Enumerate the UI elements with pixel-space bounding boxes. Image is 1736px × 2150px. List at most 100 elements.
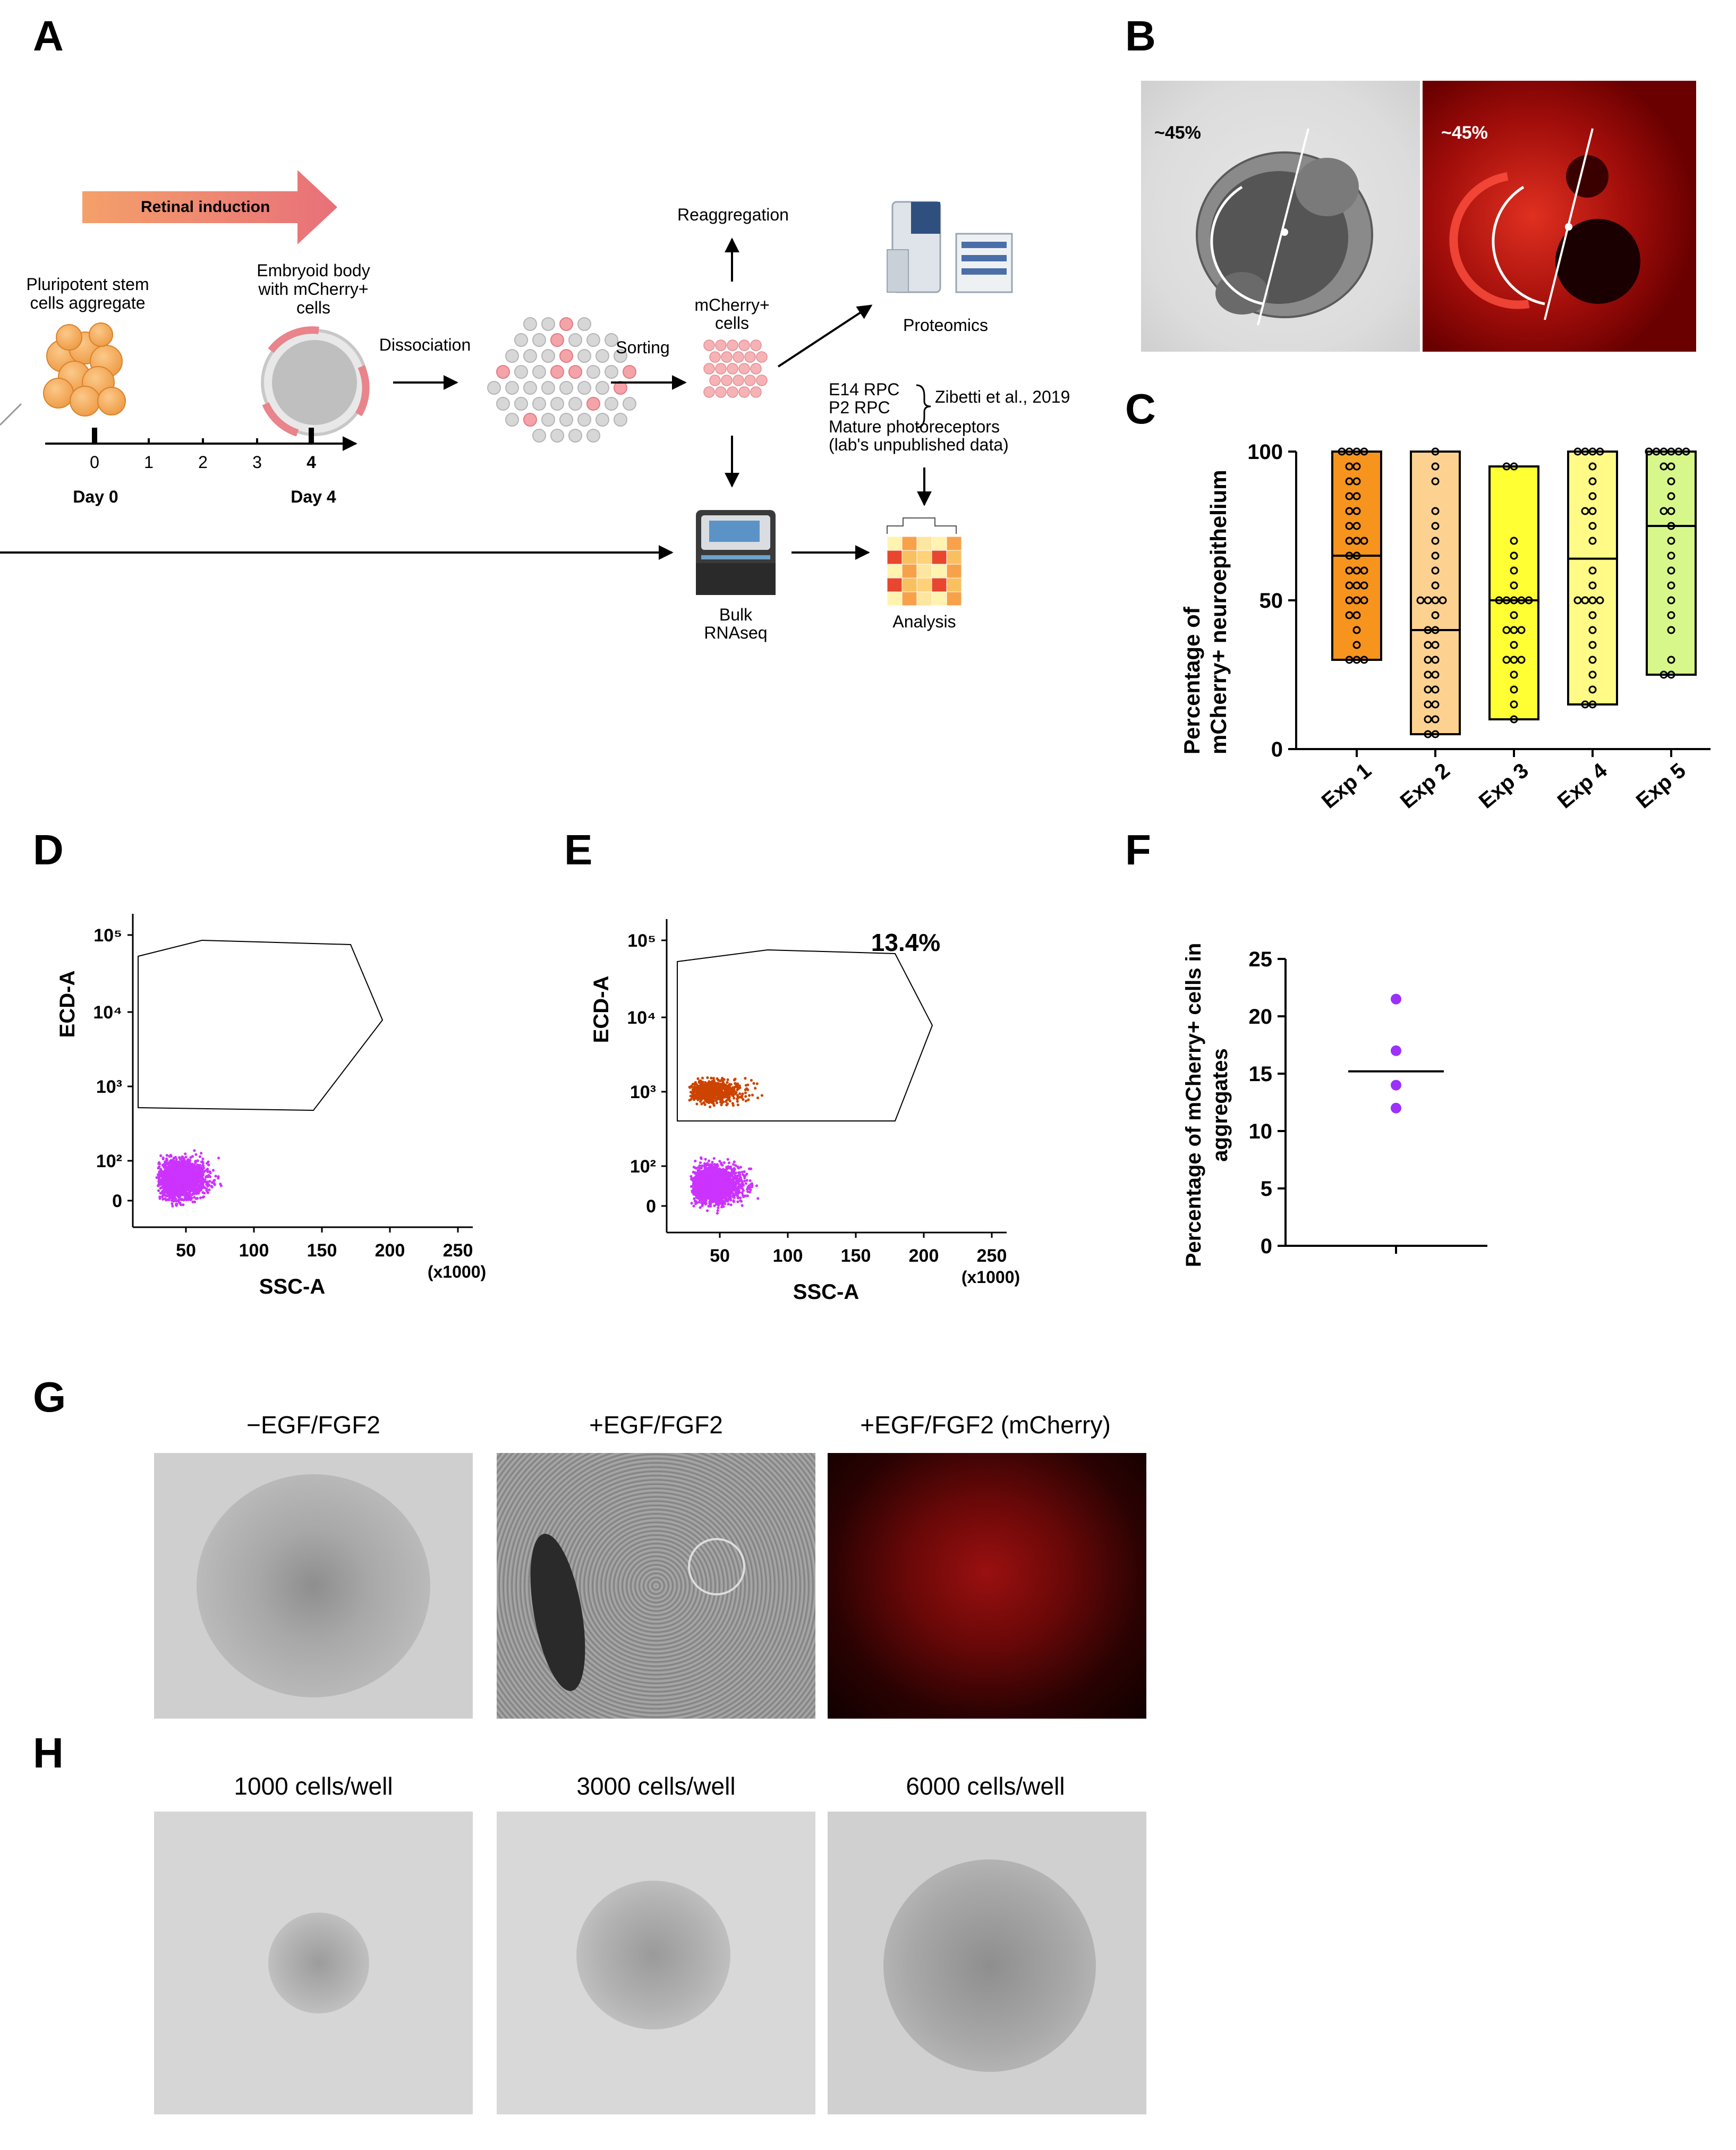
sorted-cell (727, 386, 738, 398)
c-data-point (1431, 566, 1440, 575)
flow-dot (721, 1183, 725, 1186)
c-data-point (1424, 700, 1432, 709)
flow-dot (750, 1182, 754, 1185)
dissociated-cell (523, 317, 537, 331)
flow-dot (166, 1169, 169, 1172)
c-data-point (1588, 492, 1597, 500)
flow-dot (727, 1189, 730, 1192)
c-data-point (1416, 596, 1425, 605)
flow-dot (691, 1189, 694, 1192)
stem-cell-aggregate-icon (43, 322, 126, 417)
aggregate-3000 (576, 1881, 730, 2029)
retinal-induction-arrow (82, 170, 337, 244)
flow-dot (192, 1170, 195, 1173)
flow-dot (741, 1194, 745, 1197)
flow-dot (157, 1184, 160, 1187)
dissociated-cell (568, 429, 582, 443)
dissociated-cell (541, 381, 555, 395)
mature-photoreceptors-label-line2: (lab's unpublished data) (829, 435, 1009, 454)
f-y-tick-label: 20 (1249, 1005, 1273, 1029)
dissociated-cell (505, 381, 519, 395)
c-data-point (1674, 447, 1683, 456)
flow-dot (164, 1171, 167, 1175)
flow-dot (217, 1157, 220, 1160)
flow-dot (191, 1155, 194, 1158)
flow-dot-cloud (155, 1149, 223, 1208)
flow-dot (213, 1178, 216, 1182)
flow-dot (701, 1202, 704, 1205)
flow-dot (741, 1187, 744, 1191)
flow-gated-dot (736, 1103, 739, 1107)
flow-x-tick-label: 200 (909, 1246, 939, 1266)
c-data-point (1588, 537, 1597, 545)
flow-dot (157, 1189, 160, 1192)
flow-dot (711, 1160, 714, 1164)
flow-dot (161, 1156, 165, 1159)
flow-dot (708, 1179, 712, 1183)
flow-gated-dot (726, 1078, 729, 1082)
sorted-cell (727, 363, 738, 375)
heatmap-cell (901, 536, 917, 551)
dissociated-cell (523, 349, 537, 363)
flow-gated-dot (734, 1082, 737, 1085)
flow-dot (733, 1160, 736, 1163)
flow-dot (174, 1163, 177, 1167)
flow-dot (716, 1163, 719, 1166)
flow-dot (713, 1204, 716, 1208)
flow-dot (172, 1164, 175, 1167)
heatmap-cell (946, 591, 962, 606)
flow-dot (712, 1171, 715, 1175)
heatmap-cell (916, 591, 932, 606)
flow-gated-dot (746, 1088, 750, 1091)
f-data-point (1391, 993, 1401, 1005)
flow-dot (199, 1176, 202, 1179)
flow-x-axis-label: SSC-A (793, 1280, 859, 1304)
flow-dot (169, 1185, 173, 1188)
c-data-point (1588, 462, 1597, 471)
flow-dot (720, 1205, 724, 1209)
flow-dot (746, 1188, 749, 1191)
flow-gated-dot (754, 1086, 757, 1090)
flow-dot (167, 1167, 171, 1171)
flow-dot (692, 1170, 695, 1174)
timeline-tick-4: 4 (307, 453, 316, 472)
proteomics-label: Proteomics (903, 316, 989, 335)
c-data-point (1517, 626, 1526, 634)
flow-dot (707, 1196, 710, 1200)
flow-dot (704, 1158, 707, 1161)
flow-dot (200, 1152, 203, 1155)
c-data-point (1667, 537, 1675, 545)
flow-dot (167, 1198, 171, 1202)
flow-dot (717, 1206, 720, 1210)
flow-dot (158, 1171, 161, 1175)
flow-dot (187, 1188, 190, 1191)
flow-gated-dot (750, 1078, 753, 1082)
flow-dot (172, 1200, 175, 1203)
c-data-point (1588, 611, 1597, 619)
c-data-point (1352, 611, 1361, 619)
flow-dot (733, 1167, 736, 1170)
flow-x-tick-label: 150 (841, 1246, 871, 1266)
c-data-point (1431, 730, 1440, 738)
flow-dot (201, 1164, 205, 1167)
flow-dot (158, 1162, 161, 1166)
sorted-cell (738, 363, 750, 375)
c-data-point (1588, 447, 1597, 456)
c-data-point (1360, 596, 1368, 605)
c-data-point (1652, 447, 1661, 456)
dissociated-cell (577, 413, 591, 427)
flow-gated-dot (716, 1084, 719, 1087)
c-data-point (1431, 537, 1440, 545)
timeline-tick-3: 3 (252, 453, 262, 472)
flow-dot (694, 1172, 697, 1175)
flow-dot (726, 1172, 729, 1175)
flow-dot (705, 1193, 709, 1196)
flow-dot (200, 1160, 203, 1163)
flow-dot (168, 1160, 172, 1163)
panel-g-image-mcherry (828, 1453, 1146, 1719)
flow-gated-dot (734, 1085, 737, 1089)
flow-gated-dot (712, 1093, 716, 1097)
c-data-point (1345, 447, 1354, 456)
panel-c-ylabel-line1: Percentage of (1179, 607, 1204, 754)
flow-dot (744, 1182, 748, 1185)
